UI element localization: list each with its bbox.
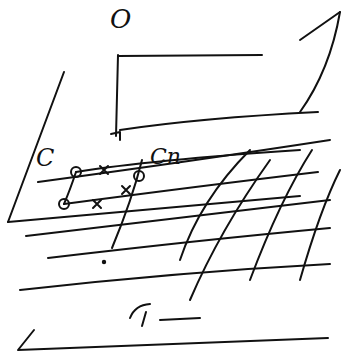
scribble (130, 304, 200, 326)
plane-edge (300, 12, 340, 112)
cross-mark (93, 200, 101, 208)
point-label: Cn (150, 146, 181, 168)
grid-line (120, 112, 318, 130)
slant-line (300, 170, 340, 280)
perpendicular-line (116, 55, 118, 136)
slant-line (250, 150, 312, 280)
point-label: C (36, 146, 54, 170)
letter-outline (110, 6, 133, 38)
curve-line (112, 160, 142, 248)
point-circle (71, 167, 81, 177)
slant-line (190, 160, 270, 300)
point-circle (59, 199, 69, 209)
plane-edge (8, 72, 64, 222)
right-angle-mark (111, 132, 120, 140)
top-line (118, 55, 262, 56)
grid-line (64, 172, 318, 204)
cross-mark (100, 166, 108, 174)
dot (103, 261, 105, 263)
grid-line (48, 228, 330, 258)
cross-mark (122, 186, 130, 194)
grid-line (20, 264, 330, 290)
point-label: O (110, 6, 131, 32)
point-circle (134, 171, 144, 181)
grid-line (18, 330, 328, 350)
grid-line (26, 200, 330, 236)
